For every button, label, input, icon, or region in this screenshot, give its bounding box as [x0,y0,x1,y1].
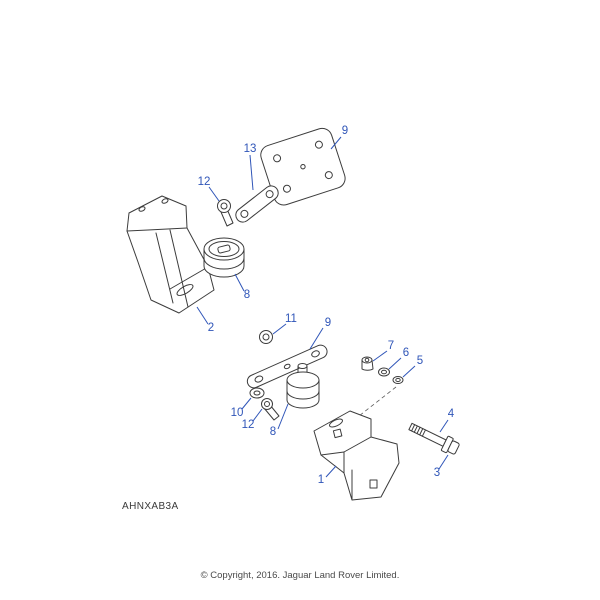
callout-label-9-top[interactable]: 9 [342,125,348,137]
callout-label-8-top[interactable]: 8 [244,289,250,301]
part-washer-10 [249,387,265,399]
callout-label-5[interactable]: 5 [417,355,423,367]
callout-label-9-mid[interactable]: 9 [325,317,331,329]
callout-label-2[interactable]: 2 [208,322,214,334]
assembly-axis-line [349,386,397,424]
callout-label-11[interactable]: 11 [285,313,297,325]
callout-label-12-top[interactable]: 12 [198,176,211,188]
callout-leader-9-mid [309,327,324,350]
callout-label-3[interactable]: 3 [434,467,440,479]
callout-label-8-mid[interactable]: 8 [270,426,276,438]
part-plate-9-mid [246,344,328,389]
callout-leader-8-mid [277,403,289,430]
callout-leader-6 [388,357,402,370]
part-bolt-12-top [217,199,234,227]
diagram-code: AHNXAB3A [122,501,179,512]
callout-leader-7 [372,350,388,362]
part-bolt-3 [408,422,460,455]
callout-label-13[interactable]: 13 [244,143,257,155]
callout-label-7[interactable]: 7 [388,340,394,352]
callout-label-12-mid[interactable]: 12 [242,419,255,431]
callout-leader-9-top [330,136,342,150]
part-nut-7 [361,356,374,371]
callout-leader-1 [325,465,337,478]
callout-label-10[interactable]: 10 [231,407,244,419]
callout-leader-12-mid [252,408,263,422]
part-bracket-2 [126,195,215,314]
callout-leader-2 [196,306,209,325]
callout-label-4[interactable]: 4 [448,408,455,420]
callout-leader-12-top [208,186,220,202]
part-mount-8-top [203,237,245,278]
part-nut-11 [259,330,273,344]
part-link-13 [235,185,279,223]
part-washer-6 [378,367,390,377]
callout-leader-4 [439,419,449,433]
callout-leader-8-top [234,273,245,292]
part-mount-8-mid [286,363,320,409]
callout-leader-3 [438,454,449,470]
part-plate-9-top [260,127,346,206]
callout-leader-13 [249,154,254,191]
callout-leader-5 [402,365,416,378]
callout-label-1[interactable]: 1 [318,474,324,486]
part-bolt-12-mid [261,398,280,421]
callout-label-6[interactable]: 6 [403,347,409,359]
callout-leader-11 [272,323,287,335]
part-bracket-1 [313,410,400,501]
part-washer-5 [392,376,404,384]
copyright-text: © Copyright, 2016. Jaguar Land Rover Lim… [200,570,400,581]
callout-leader-10 [241,397,252,410]
